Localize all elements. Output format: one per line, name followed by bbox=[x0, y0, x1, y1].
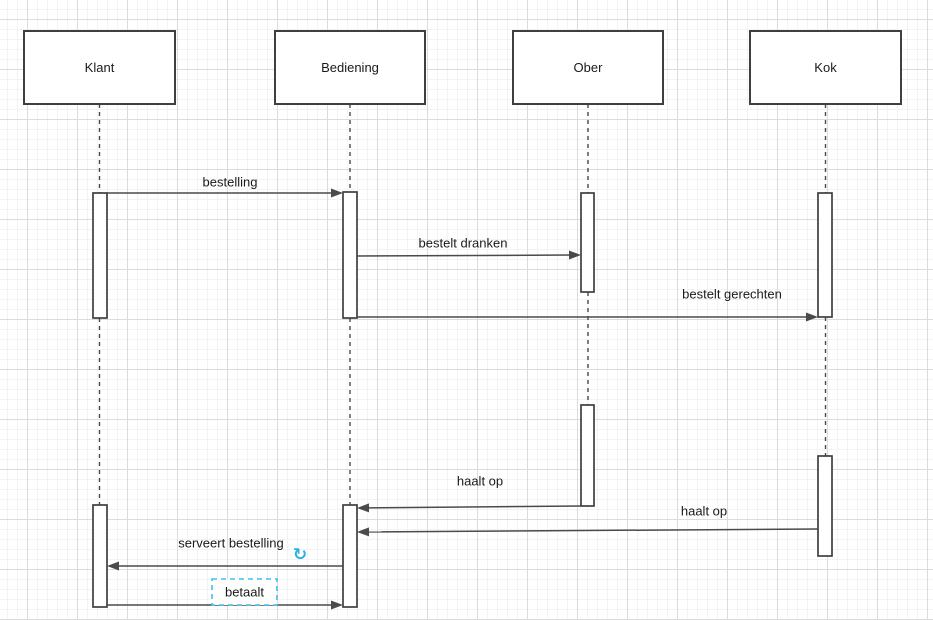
message-bestelling-0-label[interactable]: bestelling bbox=[203, 175, 258, 190]
activation-bar-klant-2[interactable] bbox=[92, 504, 108, 608]
refresh-icon: ↻ bbox=[293, 545, 307, 565]
label-editor[interactable]: betaalt bbox=[211, 578, 278, 606]
arrowhead-icon bbox=[568, 250, 581, 260]
actor-label-bediening: Bediening bbox=[321, 60, 379, 75]
arrowhead-icon bbox=[331, 188, 343, 198]
actor-box-kok[interactable] bbox=[749, 30, 902, 105]
label-editor-box[interactable] bbox=[211, 578, 278, 606]
message-bestelt-gerechten-2[interactable]: bestelt gerechten bbox=[357, 287, 818, 322]
activation-bar-bediening-3[interactable] bbox=[342, 191, 358, 319]
activation-bar-kok-8[interactable] bbox=[817, 455, 833, 557]
activation-bar-kok-7[interactable] bbox=[817, 192, 833, 318]
activation-bar-bediening-4[interactable] bbox=[342, 504, 358, 608]
message-bestelling-0[interactable]: bestelling bbox=[107, 175, 343, 198]
actor-box-bediening[interactable] bbox=[274, 30, 426, 105]
actor-kok[interactable]: Kok bbox=[749, 30, 902, 105]
message-haalt-op-3-label[interactable]: haalt op bbox=[457, 474, 503, 489]
actor-label-klant: Klant bbox=[85, 60, 115, 75]
arrowhead-icon bbox=[806, 312, 818, 322]
message-bestelt-dranken-1[interactable]: bestelt dranken bbox=[356, 236, 581, 260]
activation-bar-ober-6[interactable] bbox=[580, 404, 595, 507]
arrowhead-icon bbox=[357, 527, 370, 537]
actor-bediening[interactable]: Bediening bbox=[274, 30, 426, 105]
message-haalt-op-4-label[interactable]: haalt op bbox=[681, 504, 727, 519]
actor-klant[interactable]: Klant bbox=[23, 30, 176, 105]
message-haalt-op-3-line[interactable] bbox=[366, 505, 582, 509]
message-haalt-op-4-line[interactable] bbox=[366, 528, 819, 533]
message-bestelt-gerechten-2-label[interactable]: bestelt gerechten bbox=[682, 287, 782, 302]
message-haalt-op-3[interactable]: haalt op bbox=[357, 474, 582, 513]
arrowhead-icon bbox=[357, 503, 370, 513]
activation-bar-klant-1[interactable] bbox=[92, 192, 108, 319]
actor-label-kok: Kok bbox=[814, 60, 837, 75]
message-bestelt-dranken-1-line[interactable] bbox=[356, 254, 572, 257]
arrowhead-icon bbox=[331, 600, 343, 610]
message-serveert-bestelling-5-label[interactable]: serveert bestelling bbox=[178, 536, 284, 551]
actor-label-ober: Ober bbox=[574, 60, 604, 75]
message-serveert-bestelling-5[interactable]: serveert bestelling bbox=[107, 536, 343, 571]
activation-bar-ober-5[interactable] bbox=[580, 192, 595, 293]
actor-box-klant[interactable] bbox=[23, 30, 176, 105]
message-haalt-op-4[interactable]: haalt op bbox=[357, 504, 819, 537]
label-editor-text[interactable]: betaalt bbox=[225, 585, 264, 600]
actor-box-ober[interactable] bbox=[512, 30, 664, 105]
message-bestelt-dranken-1-label[interactable]: bestelt dranken bbox=[419, 236, 508, 251]
arrowhead-icon bbox=[107, 561, 119, 571]
actor-ober[interactable]: Ober bbox=[512, 30, 664, 105]
